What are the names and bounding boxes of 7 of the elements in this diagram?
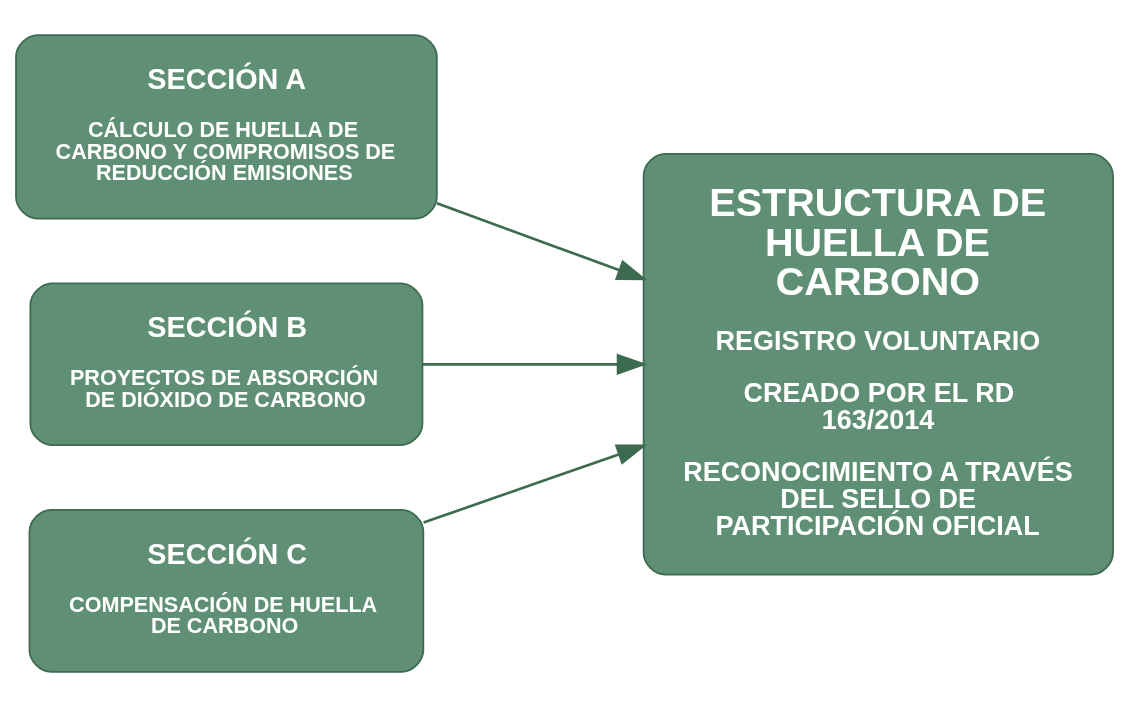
node-box: SECCIÓN C COMPENSACIÓN DE HUELLA DE CARBONO: [28, 509, 425, 673]
arrow: [423, 444, 648, 524]
arrow: [436, 202, 648, 281]
node-box: SECCIÓN A CÁLCULO DE HUELLA DE CARBONO Y COMPROMISOS DE REDUCCIÓN EMISIONES: [15, 34, 438, 220]
node-box: SECCIÓN B PROYECTOS DE ABSORCIÓN DE DIÓXIDO DE CARBONO: [29, 282, 424, 447]
arrow: [422, 353, 648, 375]
node-box: ESTRUCTURA DE HUELLA DE CARBONO REGISTRO VOLUNTARIO CREADO POR EL RD 163/2014 RECONOCIMIENTO A TRAVÉS DEL SELLO DE PARTICIPACIÓN OFICIAL: [642, 153, 1114, 576]
